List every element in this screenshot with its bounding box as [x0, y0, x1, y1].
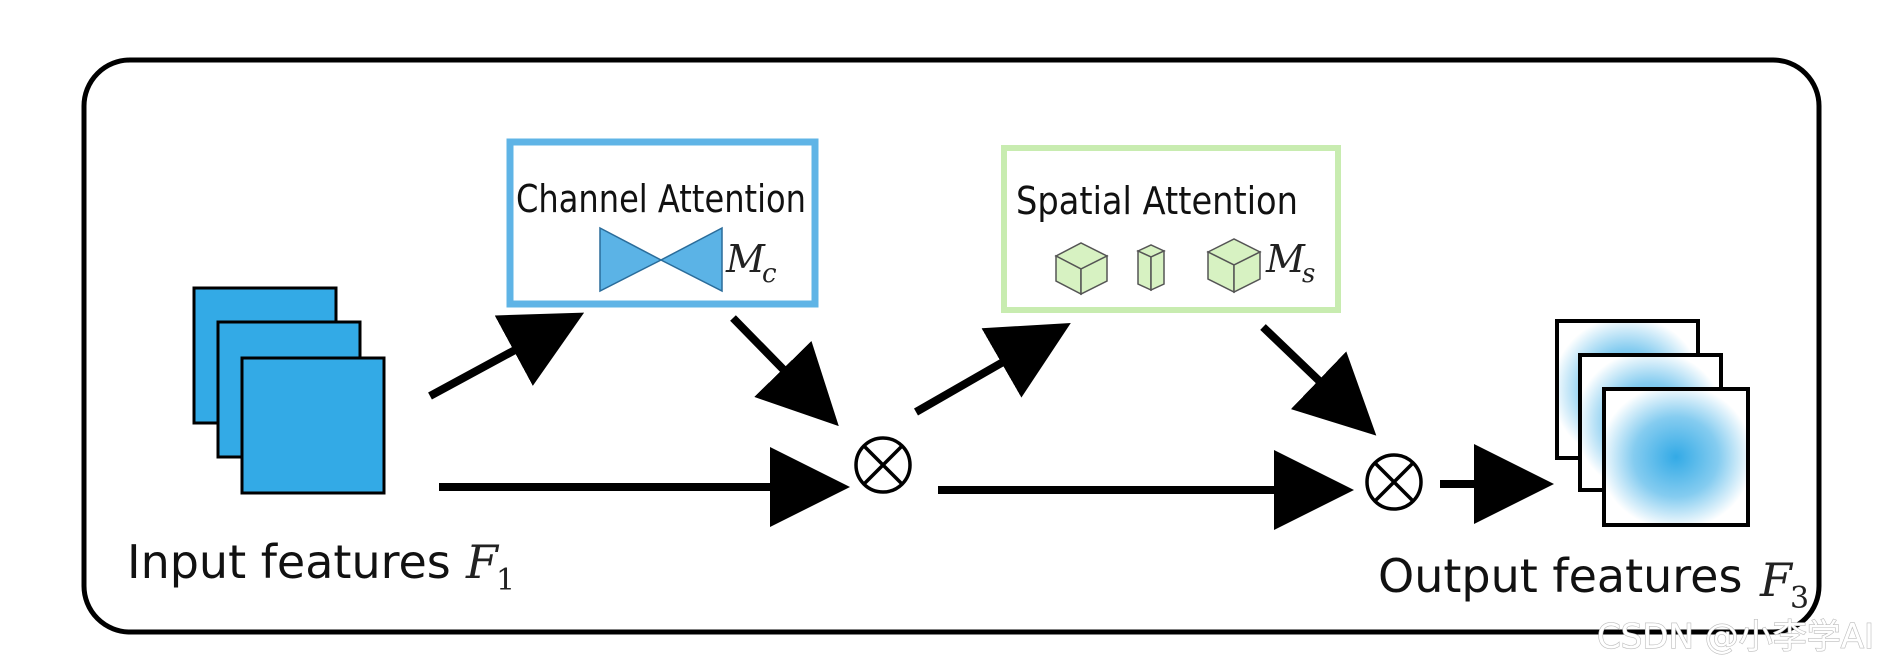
- input-features-symbol: F: [465, 535, 500, 589]
- channel-attention-box: [506, 138, 819, 308]
- arrow-channel-to-multiply-1: [730, 315, 839, 427]
- output-features-subscript: 3: [1790, 581, 1809, 616]
- spatial-attention-title: Spatial Attention: [1016, 179, 1298, 223]
- spatial-cube-icon-3: [1206, 238, 1262, 294]
- output-features-label: Output features: [1378, 549, 1742, 603]
- multiply-operator-1: [854, 436, 912, 494]
- spatial-attention-symbol: M: [1265, 237, 1306, 281]
- arrow-multiply-1-to-spatial: [914, 323, 1071, 416]
- channel-attention-subscript: c: [762, 259, 777, 289]
- spatial-attention-subscript: s: [1302, 259, 1315, 289]
- output-feature-map-3-glow: [1606, 391, 1746, 523]
- flow-arrows: [428, 312, 1554, 530]
- watermark-text: CSDN @小李学AI: [1597, 617, 1874, 657]
- channel-attention-bowtie-icon-right: [659, 226, 723, 293]
- spatial-attention-module: Spatial Attention M s: [1001, 145, 1341, 313]
- multiply-operator-2: [1365, 453, 1423, 511]
- channel-attention-title: Channel Attention: [516, 177, 806, 221]
- spatial-cube-icon-2: [1136, 244, 1166, 292]
- output-feature-stack: [1555, 319, 1750, 527]
- channel-attention-symbol: M: [725, 237, 766, 281]
- arrow-input-to-channel: [428, 312, 585, 400]
- channel-attention-module: Channel Attention M c: [506, 138, 819, 308]
- spatial-cube-icon-1: [1054, 242, 1109, 296]
- input-features-subscript: 1: [496, 563, 515, 598]
- output-features-symbol: F: [1759, 553, 1794, 607]
- channel-attention-bowtie-icon: [599, 226, 663, 293]
- spatial-attention-box: [1001, 145, 1341, 313]
- input-feature-map-3: [240, 356, 386, 495]
- arrow-spatial-to-multiply-2: [1260, 324, 1377, 436]
- input-feature-stack: [192, 286, 386, 495]
- input-features-label: Input features: [127, 535, 451, 589]
